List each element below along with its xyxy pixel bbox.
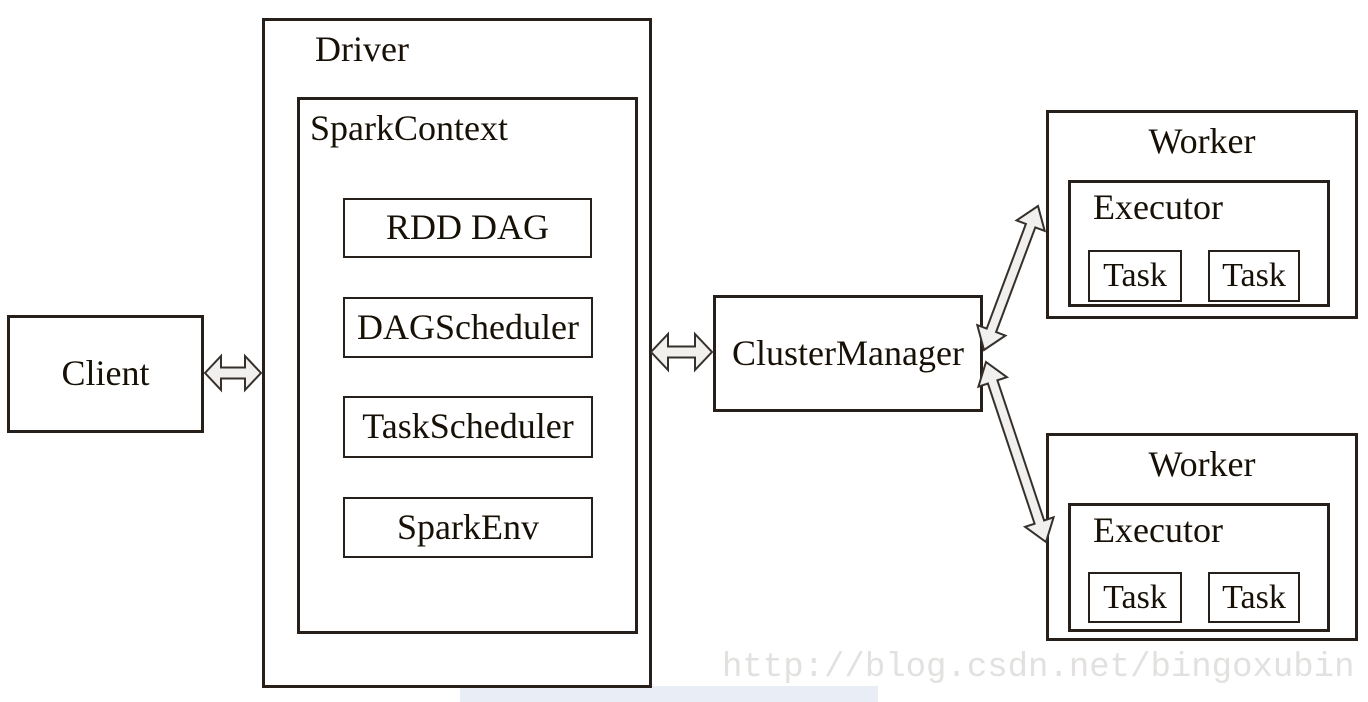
rdd-dag-box: RDD DAG [343, 198, 592, 258]
worker-1-box: Worker Executor Task Task [1046, 110, 1358, 319]
rdd-dag-label: RDD DAG [385, 207, 549, 248]
worker-1-task-2-box: Task [1208, 250, 1300, 302]
driver-label: Driver [315, 29, 409, 69]
spark-env-box: SparkEnv [343, 497, 593, 558]
arrow-client-driver [203, 353, 263, 393]
dag-scheduler-label: DAGScheduler [357, 306, 579, 347]
worker-1-task-1-box: Task [1088, 250, 1182, 302]
worker-2-executor-box: Executor Task Task [1068, 503, 1330, 632]
task-label: Task [1222, 578, 1286, 616]
watermark-highlight-bar [460, 686, 878, 702]
worker-2-box: Worker Executor Task Task [1046, 433, 1358, 641]
driver-box: Driver SparkContext RDD DAG DAGScheduler… [262, 18, 652, 688]
cluster-manager-label: ClusterManager [732, 332, 964, 373]
arrow-cluster-manager-worker-2 [976, 360, 1056, 544]
task-label: Task [1222, 257, 1286, 295]
arrow-cluster-manager-worker-1 [975, 204, 1047, 352]
sparkcontext-label: SparkContext [310, 108, 508, 148]
task-label: Task [1103, 257, 1167, 295]
dag-scheduler-box: DAGScheduler [343, 297, 593, 358]
arrow-driver-cluster-manager [649, 331, 714, 373]
worker-2-executor-label: Executor [1093, 510, 1223, 550]
cluster-manager-box: ClusterManager [713, 295, 983, 412]
worker-1-label: Worker [1148, 121, 1256, 161]
worker-2-task-2-box: Task [1208, 572, 1300, 623]
worker-1-executor-box: Executor Task Task [1068, 180, 1330, 307]
watermark: http://blog.csdn.net/bingoxubin [722, 649, 1355, 687]
spark-env-label: SparkEnv [397, 506, 539, 547]
task-scheduler-box: TaskScheduler [343, 396, 593, 458]
worker-2-task-1-box: Task [1088, 572, 1182, 623]
worker-2-label: Worker [1148, 444, 1256, 484]
client-label: Client [61, 353, 150, 394]
sparkcontext-box: SparkContext RDD DAG DAGScheduler TaskSc… [297, 97, 638, 634]
task-scheduler-label: TaskScheduler [362, 406, 574, 447]
client-box: Client [7, 315, 204, 433]
worker-1-executor-label: Executor [1093, 187, 1223, 227]
task-label: Task [1103, 578, 1167, 616]
